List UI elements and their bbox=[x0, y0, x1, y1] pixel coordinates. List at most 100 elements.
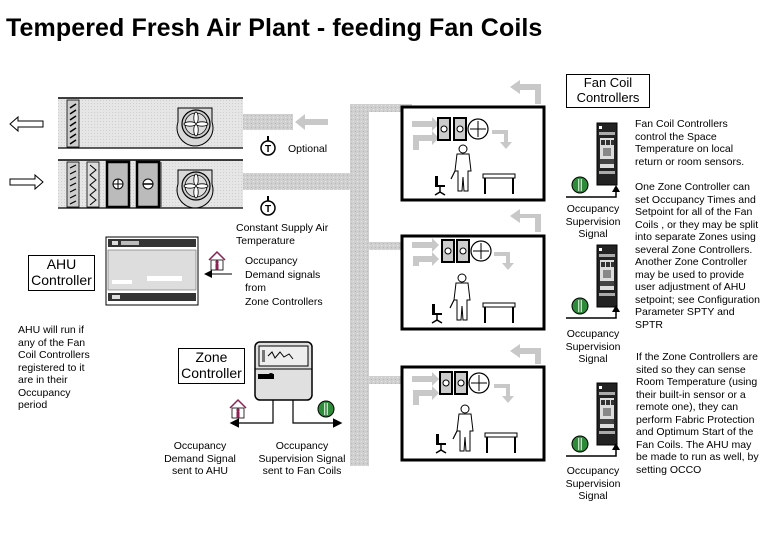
room-3 bbox=[400, 365, 546, 462]
occupancy-house-icon bbox=[208, 251, 226, 271]
intake-arrow-icon bbox=[9, 173, 44, 191]
zone-controller-label: Zone Controller bbox=[178, 348, 245, 384]
desc-line: may be used to provide bbox=[635, 268, 745, 281]
desc-line: be made to run as well, by bbox=[636, 451, 759, 463]
return-temperature-sensor-icon bbox=[260, 135, 276, 156]
label-line: Signal bbox=[578, 490, 608, 502]
desc-line: SPTR bbox=[635, 318, 664, 331]
supervision-signal-label-1: Occupancy Supervision Signal bbox=[560, 203, 626, 241]
supervision-signal-label-2: Occupancy Supervision Signal bbox=[560, 328, 626, 366]
label-line: Supervision Signal bbox=[258, 452, 346, 465]
label-line: Supervision bbox=[565, 215, 621, 228]
room-2 bbox=[400, 218, 546, 364]
label-line: Occupancy bbox=[245, 255, 298, 267]
box-line: AHU bbox=[46, 256, 77, 272]
zone-supervision-signal-icon bbox=[317, 400, 335, 418]
desc-line: Another Zone Controller bbox=[635, 256, 748, 268]
return-duct bbox=[243, 114, 328, 130]
desc-line: Fan Coil Controllers bbox=[635, 118, 728, 130]
desc-line: One Zone Controller can bbox=[635, 181, 750, 193]
supervision-signal-out-label: Occupancy Supervision Signal sent to Fan… bbox=[254, 440, 350, 478]
fan-coil-controller-2 bbox=[566, 244, 620, 319]
supervision-signal-label-3: Occupancy Supervision Signal bbox=[560, 465, 626, 503]
note-line: AHU will run if bbox=[18, 324, 84, 336]
label-line: Occupancy bbox=[566, 328, 620, 340]
demand-signal-out-label: Occupancy Demand Signal sent to AHU bbox=[160, 440, 240, 478]
box-line: Controllers bbox=[576, 90, 640, 105]
supervision-signal-icon bbox=[571, 297, 589, 315]
desc-line: several Zone Controllers. bbox=[635, 243, 753, 256]
label-line: Supervision bbox=[565, 477, 621, 490]
ahu-run-note: AHU will run if any of the Fan Coil Cont… bbox=[18, 324, 90, 412]
desc-line: set Occupancy Times and bbox=[635, 193, 756, 206]
label-line: Signal bbox=[578, 228, 608, 240]
desc-line: perform Fabric Protection bbox=[636, 413, 755, 426]
desc-line: setpoint; see Configuration bbox=[635, 293, 760, 306]
label-line: Occupancy bbox=[566, 203, 620, 215]
label-line: from bbox=[245, 282, 266, 294]
fan-coil-controller-1 bbox=[566, 122, 620, 198]
ahu-exhaust-section bbox=[58, 97, 243, 149]
supply-fan-icon bbox=[176, 169, 214, 209]
desc-line: return or room sensors. bbox=[635, 155, 745, 168]
label-line: Demand Signal bbox=[164, 452, 236, 465]
note-line: Coil Controllers bbox=[18, 349, 90, 361]
fan-coil-controller-3 bbox=[566, 382, 620, 457]
note-line: Occupancy bbox=[18, 386, 71, 399]
exhaust-arrow-icon bbox=[9, 115, 44, 133]
desc-line: If the Zone Controllers are bbox=[636, 351, 758, 363]
box-line: Controller bbox=[31, 272, 92, 288]
supervision-signal-icon bbox=[571, 435, 589, 453]
label-line: Signal bbox=[578, 353, 608, 365]
supervision-signal-icon bbox=[571, 176, 589, 194]
page-title: Tempered Fresh Air Plant - feeding Fan C… bbox=[6, 14, 543, 42]
supply-temp-label: Constant Supply Air Temperature bbox=[236, 222, 328, 247]
desc-line: their built-in sensor or a bbox=[636, 388, 746, 401]
desc-line: Coils , or they may be split bbox=[635, 218, 759, 231]
desc-line: Fan Coils. The AHU may bbox=[636, 438, 752, 451]
supply-temperature-sensor-icon bbox=[260, 195, 276, 216]
ahu-controller-label: AHU Controller bbox=[28, 255, 95, 291]
box-line: Zone bbox=[195, 349, 228, 365]
supply-duct-network bbox=[243, 104, 412, 466]
label-line: Supervision bbox=[565, 340, 621, 353]
label-line: Occupancy bbox=[275, 440, 329, 452]
room-1 bbox=[400, 80, 546, 223]
desc-line: Room Temperature (using bbox=[636, 376, 758, 388]
note-line: are in their bbox=[18, 374, 68, 386]
zone-controller-device bbox=[254, 341, 313, 401]
demand-signals-label: Occupancy Demand signals from Zone Contr… bbox=[245, 255, 323, 309]
note-line: period bbox=[18, 399, 48, 411]
label-line: Occupancy bbox=[173, 440, 227, 452]
desc-line: remote one), they can bbox=[636, 401, 739, 413]
note-line: any of the Fan bbox=[18, 336, 86, 349]
label-line: Zone Controllers bbox=[245, 295, 323, 308]
label-line: sent to Fan Coils bbox=[262, 465, 342, 477]
ahu-controller-device bbox=[105, 236, 199, 306]
fan-coil-description: Fan Coil Controllers control the Space T… bbox=[635, 118, 744, 168]
desc-line: sited so they can sense bbox=[636, 363, 746, 376]
box-line: Controller bbox=[181, 365, 242, 381]
desc-line: and Optimum Start of the bbox=[636, 426, 754, 438]
desc-line: Temperature on local bbox=[635, 143, 734, 155]
label-line: sent to AHU bbox=[171, 465, 229, 477]
desc-line: control the Space bbox=[635, 130, 717, 143]
desc-line: user adjustment of AHU bbox=[635, 281, 746, 293]
desc-line: into separate Zones using bbox=[635, 231, 756, 243]
zone-controller-description: One Zone Controller can set Occupancy Ti… bbox=[635, 181, 760, 331]
supply-temp-line: Temperature bbox=[236, 234, 295, 247]
desc-line: Setpoint for all of the Fan bbox=[635, 206, 753, 218]
ahu-supply-section bbox=[58, 159, 243, 209]
fan-coil-controllers-label: Fan Coil Controllers bbox=[566, 74, 650, 108]
exhaust-fan-icon bbox=[176, 107, 214, 147]
label-line: Occupancy bbox=[566, 465, 620, 477]
note-line: registered to it bbox=[18, 361, 85, 374]
zone-controller-signal-lines bbox=[229, 400, 343, 428]
fabric-protection-description: If the Zone Controllers are sited so the… bbox=[636, 351, 759, 476]
supply-temp-line: Constant Supply Air bbox=[236, 222, 329, 234]
label-line: Demand signals bbox=[245, 268, 321, 281]
zone-demand-house-icon bbox=[229, 399, 247, 419]
filter-icon bbox=[86, 161, 100, 208]
optional-label: Optional bbox=[288, 143, 328, 155]
